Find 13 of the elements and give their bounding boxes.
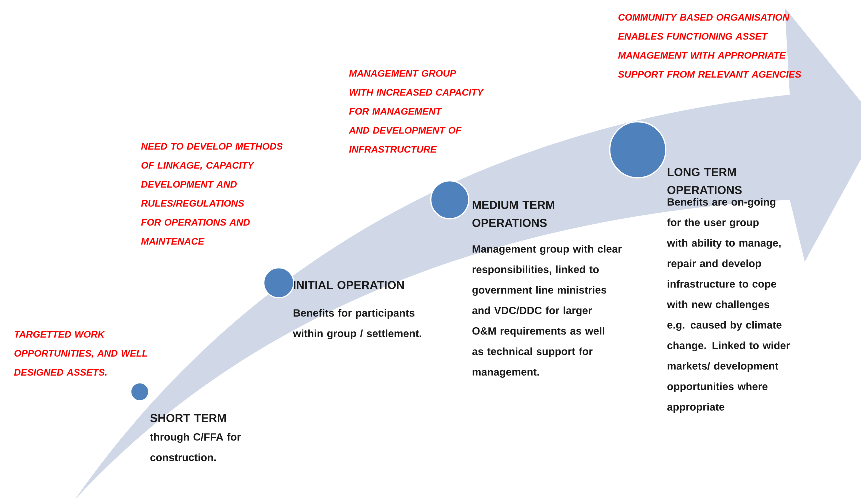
stage-heading: MEDIUM TERM OPERATIONS	[472, 201, 554, 228]
stage-dot	[130, 382, 150, 402]
stage-heading: LONG TERM OPERATIONS	[668, 168, 742, 194]
stage-dot	[430, 180, 470, 220]
stage-description: Benefits for participants within group / settlement.	[293, 309, 422, 340]
note-text: COMMUNITY BASED ORGANISATION ENABLES FUNCTIONING ASSET MANAGEMENT WITH APPROPRIATE SUPPORT FROM RELEVANT AGENCIES	[618, 14, 802, 78]
stage-description: Management group with clear responsibilities, linked to government line ministries and VDC/DDC for larger O&M requirements as well as technical support for management.	[472, 245, 622, 378]
stage-dot	[263, 267, 295, 299]
stage-description: through C/FFA for construction.	[150, 433, 242, 462]
stage-heading: SHORT TERM	[150, 414, 226, 422]
stage-description: Benefits are on-going for the user group with ability to manage, repair and develop infrastructure to cope with new challenges e.g. caused by climate change. Linked to wider markets/ development opportunities where appropriate	[667, 198, 790, 413]
stage-dot	[609, 121, 667, 179]
stage-heading: INITIAL OPERATION	[294, 281, 404, 290]
